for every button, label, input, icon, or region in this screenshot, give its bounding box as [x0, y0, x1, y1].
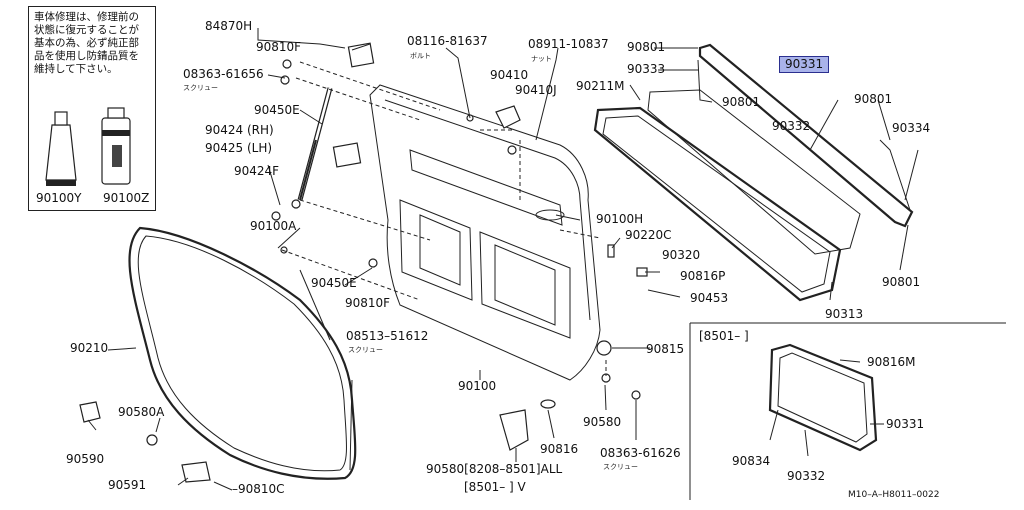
gas-strut: [297, 87, 333, 201]
diagram-code: M10–A–H8011–0022: [848, 490, 940, 500]
label-90834: 90834: [732, 454, 771, 468]
label-90580: 90580: [583, 415, 622, 429]
label-90332-top: 90332: [772, 119, 811, 133]
label-90100H: 90100H: [596, 212, 644, 226]
label-90425-lh: 90425 (LH): [205, 141, 273, 155]
label-08911-10837: 08911-10837: [528, 37, 609, 51]
label-90334: 90334: [892, 121, 931, 135]
inset-range-label: [8501– ]: [699, 329, 749, 343]
kana-nut: ナット: [531, 55, 552, 63]
seal-90331: [698, 43, 914, 228]
label-90100: 90100: [458, 379, 497, 393]
note-box: 車体修理は、修理前の状態に復元することが基本の為、必ず純正部品を使用し防錆品質を…: [28, 6, 156, 211]
repair-note: 車体修理は、修理前の状態に復元することが基本の為、必ず純正部品を使用し防錆品質を…: [34, 11, 139, 75]
kana-screw-b: スクリュー: [348, 346, 383, 354]
label-90410J: 90410J: [515, 83, 557, 97]
label-90580A: 90580A: [118, 405, 165, 419]
label-90331-highlighted[interactable]: 90331: [779, 56, 830, 73]
label-90332-inset: 90332: [787, 469, 826, 483]
label-90801-c: 90801: [854, 92, 893, 106]
glass-panel-90332: [647, 89, 861, 255]
label-90320: 90320: [662, 248, 701, 262]
label-90100Y: 90100Y: [36, 191, 82, 205]
label-90424F: 90424F: [234, 164, 280, 178]
label-90815: 90815: [646, 342, 685, 356]
label-08513-51612: 08513–51612: [346, 329, 429, 343]
label-90801-d: 90801: [882, 275, 921, 289]
spray-can-icon: [101, 107, 131, 185]
label-90211M: 90211M: [576, 79, 625, 93]
back-door-panel: [369, 84, 601, 381]
label-90210: 90210: [70, 341, 109, 355]
label-90410: 90410: [490, 68, 529, 82]
weatherstrip-90210: [128, 226, 357, 480]
label-90331-inset: 90331: [886, 417, 925, 431]
label-90816: 90816: [540, 442, 579, 456]
label-90450E-a: 90450E: [254, 103, 300, 117]
label-90816M: 90816M: [867, 355, 916, 369]
label-90580-range: 90580[8208–8501]ALL: [426, 462, 563, 476]
label-90810F-b: 90810F: [345, 296, 391, 310]
label-08116-81637: 08116-81637: [407, 34, 488, 48]
kana-bolt: ボルト: [410, 52, 431, 60]
label-08363-61656: 08363-61656: [183, 67, 264, 81]
label-90100A: 90100A: [250, 219, 297, 233]
label-90810C: –90810C: [232, 482, 285, 496]
inset-seal-90331: [768, 343, 878, 452]
label-90801-a: 90801: [627, 40, 666, 54]
label-90450E-b: 90450E: [311, 276, 357, 290]
label-90313: 90313: [825, 307, 864, 321]
kana-screw-a: スクリュー: [183, 84, 218, 92]
label-08363-61626: 08363-61626: [600, 446, 681, 460]
glass-seal-90313: [593, 106, 842, 302]
label-90333: 90333: [627, 62, 666, 76]
sealant-tube-icon: [45, 111, 77, 186]
label-90100Z: 90100Z: [103, 191, 150, 205]
kana-screw-c: スクリュー: [603, 463, 638, 471]
label-84870H: 84870H: [205, 19, 253, 33]
label-90591: 90591: [108, 478, 147, 492]
label-90424-rh: 90424 (RH): [205, 123, 274, 137]
label-90220C: 90220C: [625, 228, 672, 242]
label-90453: 90453: [690, 291, 729, 305]
label-90590: 90590: [66, 452, 105, 466]
label-8501-v: [8501– ] V: [464, 480, 526, 494]
label-90816P: 90816P: [680, 269, 726, 283]
label-90810F-a: 90810F: [256, 40, 302, 54]
label-90801-b: 90801: [722, 95, 761, 109]
